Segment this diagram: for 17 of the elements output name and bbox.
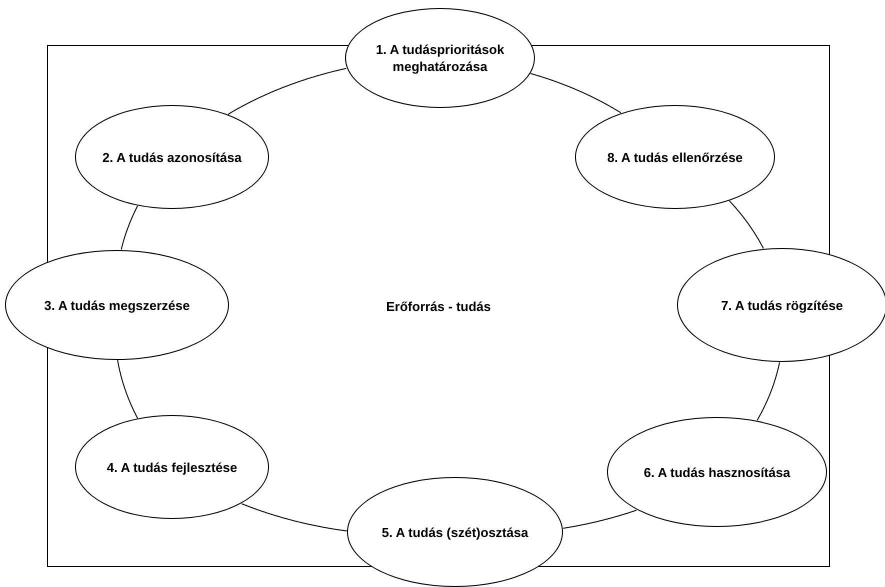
step-label: 6. A tudás hasznosítása [644,464,790,480]
connector-arc [756,362,780,421]
step-label: 1. A tudásprioritások meghatározása [374,41,506,75]
connector-arc [241,503,348,532]
step-label: 2. A tudás azonosítása [102,148,242,166]
connector-arc [117,360,138,419]
connector-arc [120,206,138,250]
step-label: 5. A tudás (szét)osztása [382,524,528,540]
connector-arc [562,510,637,529]
step-label: 3. A tudás megszerzése [44,296,190,314]
connector-arc [728,200,764,249]
connector-arc [530,73,622,114]
center-label: Erőforrás - tudás [386,298,491,314]
step-label: 8. A tudás ellenőrzése [607,148,743,166]
connector-arc [228,68,347,115]
step-label: 4. A tudás fejlesztése [106,458,238,476]
step-label: 7. A tudás rögzítése [721,296,843,314]
